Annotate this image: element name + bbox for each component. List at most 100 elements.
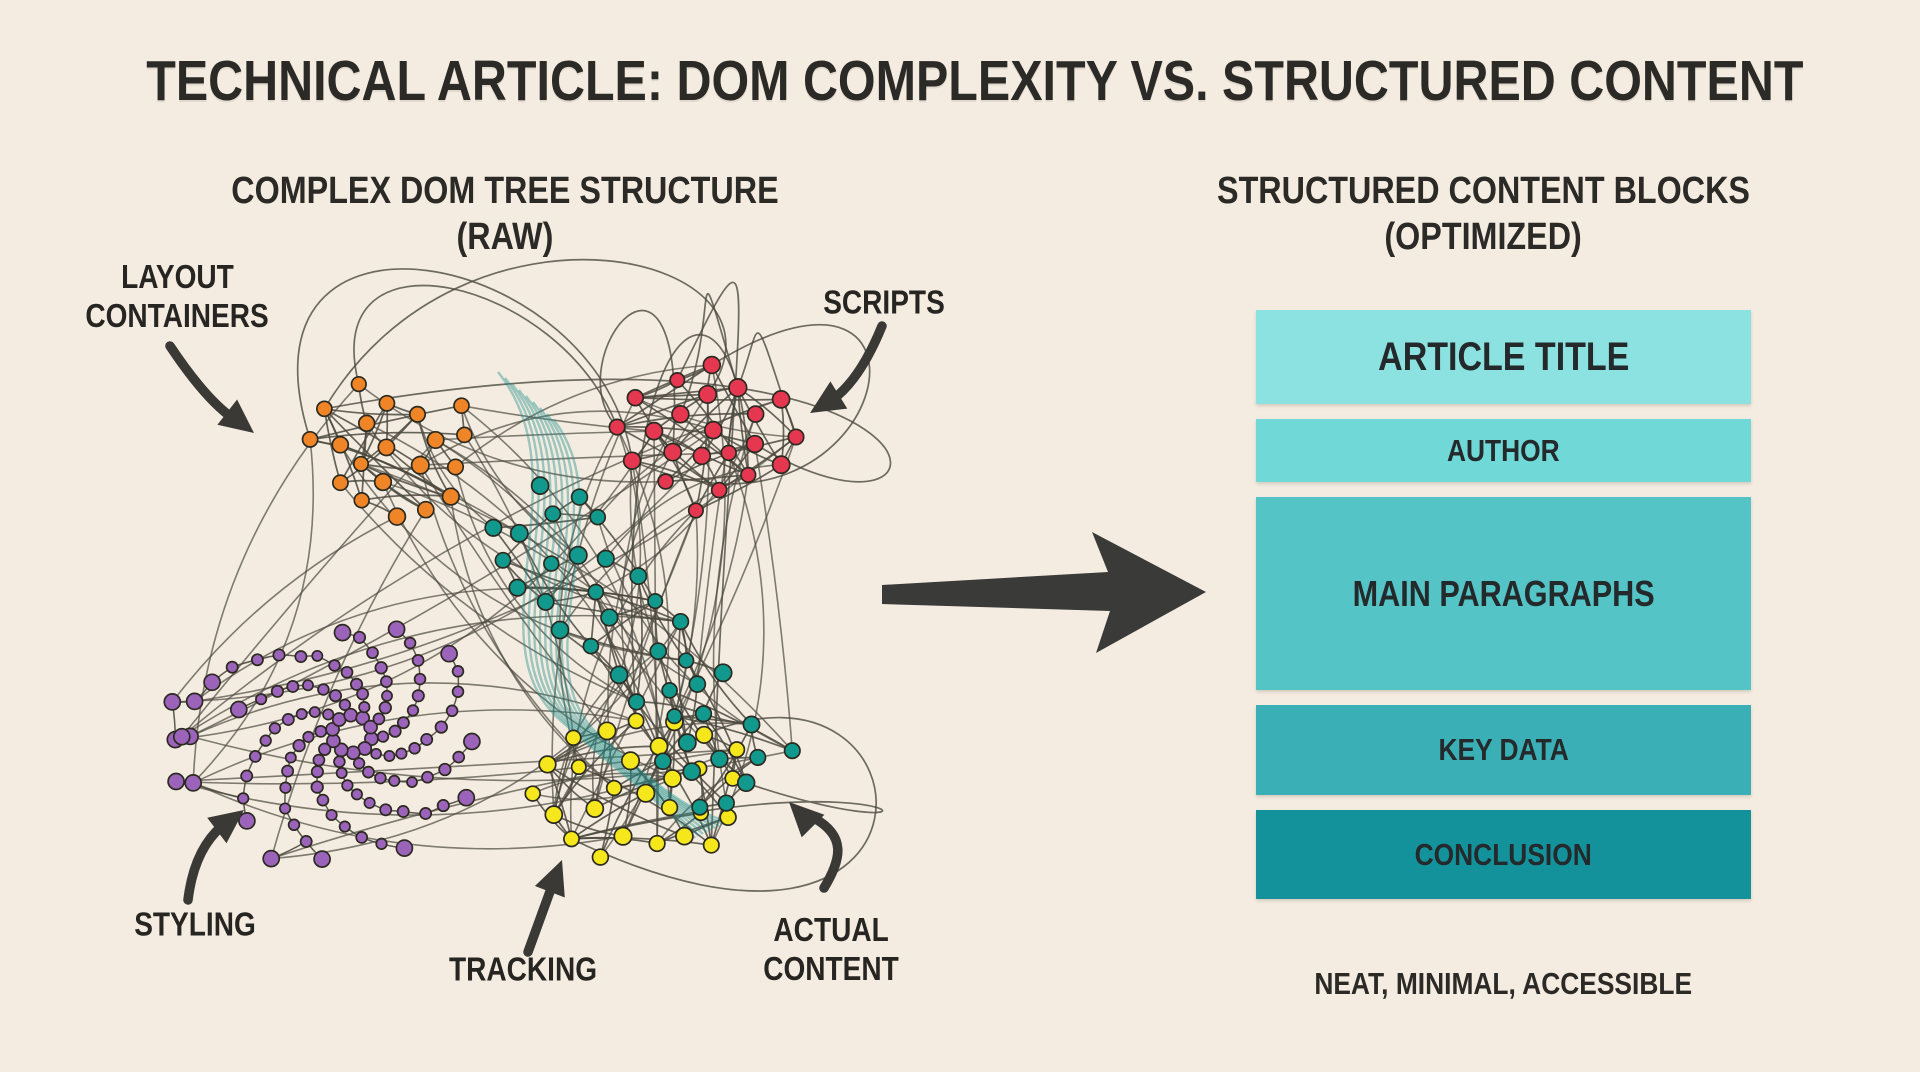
tracking-node xyxy=(648,834,666,853)
scripts-node xyxy=(692,446,712,466)
pointer-arrow-scripts xyxy=(810,321,887,413)
layout-containers-node xyxy=(408,405,427,423)
layout-containers-node xyxy=(416,500,435,519)
tracking-node xyxy=(728,741,746,759)
actual-content-node xyxy=(587,583,605,601)
layout-containers-node xyxy=(453,397,470,415)
actual-content-node xyxy=(666,708,683,725)
styling-node xyxy=(379,803,393,817)
styling-node xyxy=(229,700,248,719)
actual-content-node xyxy=(508,578,527,597)
styling-node xyxy=(376,730,390,743)
tracking-node xyxy=(675,826,694,846)
styling-node xyxy=(349,677,364,691)
layout-containers-node xyxy=(331,435,350,454)
actual-content-node xyxy=(647,593,664,610)
tracking-node xyxy=(719,808,737,827)
actual-content-node xyxy=(717,794,735,812)
pointer-arrow-tracking xyxy=(523,860,565,957)
styling-node xyxy=(237,792,250,805)
styling-node xyxy=(411,654,425,667)
tracking-node xyxy=(605,779,623,797)
styling-node xyxy=(333,755,346,768)
styling-node xyxy=(338,820,351,833)
styling-node xyxy=(362,765,375,779)
layout-containers-node xyxy=(446,458,465,476)
styling-node xyxy=(363,796,376,809)
styling-node xyxy=(406,776,418,788)
styling-node xyxy=(375,837,388,850)
styling-node xyxy=(411,689,425,703)
tracking-node xyxy=(538,755,557,774)
styling-node xyxy=(413,672,427,686)
actual-content-node xyxy=(654,752,672,771)
styling-node xyxy=(383,750,396,762)
styling-node xyxy=(262,849,281,868)
actual-content-node xyxy=(749,748,767,766)
styling-node xyxy=(420,733,434,746)
actual-content-node xyxy=(661,682,678,699)
actual-content-node xyxy=(596,549,615,568)
tracking-node xyxy=(627,712,645,730)
tracking-node xyxy=(591,848,610,866)
styling-node xyxy=(355,831,369,844)
styling-node xyxy=(406,704,420,717)
styling-node xyxy=(328,659,341,672)
scripts-node xyxy=(702,355,722,375)
styling-node xyxy=(395,839,414,857)
styling-node xyxy=(381,689,393,702)
layout-containers-node xyxy=(426,430,445,450)
actual-content-node xyxy=(736,773,756,793)
scripts-node xyxy=(746,405,765,423)
styling-node xyxy=(286,680,300,693)
scripts-node xyxy=(608,418,626,436)
styling-node xyxy=(310,765,324,779)
tracking-node xyxy=(702,836,720,854)
styling-node xyxy=(445,704,459,718)
scripts-node xyxy=(740,466,757,484)
styling-node xyxy=(403,636,417,650)
styling-node xyxy=(248,750,262,763)
layout-containers-node xyxy=(387,507,407,526)
actual-content-node xyxy=(536,592,555,611)
styling-node xyxy=(451,685,465,698)
actual-content-node xyxy=(484,518,503,537)
styling-node xyxy=(457,788,476,807)
styling-node xyxy=(225,660,239,674)
styling-node xyxy=(374,661,388,675)
styling-node xyxy=(185,692,204,711)
styling-node xyxy=(356,687,370,701)
styling-node xyxy=(335,767,348,779)
scripts-node xyxy=(626,389,645,407)
actual-content-node xyxy=(570,488,589,506)
actual-content-node xyxy=(710,749,729,769)
scripts-node xyxy=(671,405,690,424)
pointer-arrow-layout-containers xyxy=(165,341,254,433)
tracking-node xyxy=(524,785,541,802)
actual-content-node xyxy=(582,637,600,655)
styling-node xyxy=(322,708,335,721)
actual-content-node xyxy=(543,555,560,572)
transform-arrow-shape xyxy=(882,532,1206,653)
styling-node xyxy=(259,734,272,747)
layout-containers-node xyxy=(378,394,396,412)
layout-containers-node xyxy=(357,414,376,433)
styling-node xyxy=(268,722,282,735)
styling-node xyxy=(284,751,297,764)
actual-content-node xyxy=(568,545,588,565)
styling-node xyxy=(341,779,354,792)
tracking-node xyxy=(570,758,587,776)
styling-node xyxy=(250,653,264,667)
styling-node xyxy=(308,706,321,719)
actual-content-node xyxy=(627,693,646,711)
styling-node xyxy=(380,675,393,688)
tracking-node xyxy=(695,725,714,744)
actual-content-node xyxy=(649,642,668,661)
styling-node xyxy=(419,807,433,820)
styling-node xyxy=(302,730,315,743)
tracking-node xyxy=(613,826,633,846)
actual-content-node xyxy=(629,567,648,586)
actual-content-node xyxy=(544,505,562,523)
styling-node xyxy=(317,683,330,696)
styling-node xyxy=(302,679,314,692)
